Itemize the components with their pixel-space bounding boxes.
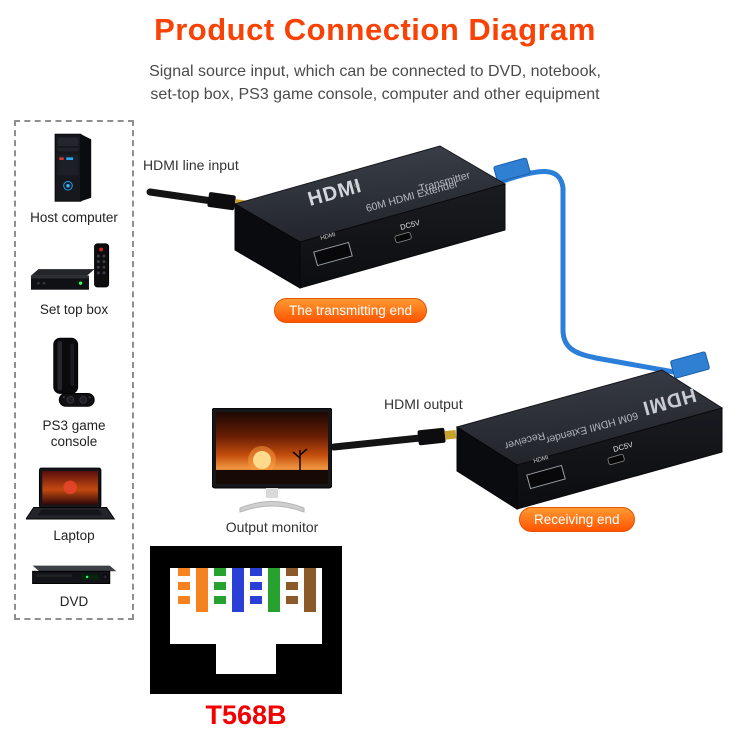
sidebar-item-dvd: DVD: [26, 560, 122, 610]
monitor-stand: [266, 488, 278, 498]
set-top-box-image: [30, 243, 110, 290]
sun: [253, 451, 271, 469]
sidebar-item-label: Set top box: [39, 302, 109, 318]
page-title: Product Connection Diagram: [154, 12, 596, 47]
transmitter-reg-mark: ®: [353, 181, 361, 190]
transmitting-end-badge: The transmitting end: [274, 298, 428, 323]
rj45-pin-7-white-brown: [286, 568, 298, 612]
subtitle: Signal source input, which can be connec…: [0, 60, 750, 106]
sidebar-item-label: PS3 game console: [42, 418, 106, 449]
rj45-pin-1-white-orange: [178, 568, 190, 612]
rj45-pin-8-brown: [304, 568, 316, 612]
power-port-transmitter: [394, 232, 412, 243]
receiver-port-label: HDMI: [533, 455, 550, 465]
hdmi-output-cable: [330, 434, 424, 451]
hdmi-gold-tip: [444, 430, 457, 440]
rj45-pin-4-blue: [232, 568, 244, 612]
power-port-receiver: [607, 454, 625, 465]
ethernet-plug-transmitter: [493, 157, 531, 183]
rj45-pin-5-white-blue: [250, 568, 262, 612]
sidebar-item-ps3: PS3 game console: [22, 334, 126, 449]
hdmi-input-cable: [146, 188, 216, 205]
receiver-device: HDMI 60M HDMI Extender Receiver HDMI DC5…: [455, 351, 724, 510]
monitor-base: [239, 501, 305, 513]
sidebar-item-label: Laptop: [53, 528, 95, 544]
rj45-pin-3-white-green: [214, 568, 226, 612]
tree-silhouette: [292, 448, 308, 472]
source-devices-panel: Host computer Set top box: [14, 120, 134, 620]
hdmi-port-receiver: [526, 464, 566, 490]
t568b-label: T568B: [205, 700, 287, 730]
subtitle-line-1: Signal source input, which can be connec…: [149, 63, 601, 80]
hdmi-output-plug: [417, 427, 457, 446]
hdmi-output-label: HDMI output: [384, 396, 463, 412]
rj45-pin-6-green: [268, 568, 280, 612]
host-computer-image: [54, 133, 92, 202]
dvd-player-image: [32, 566, 117, 585]
sidebar-item-laptop: Laptop: [26, 466, 122, 544]
sidebar-item-label: DVD: [59, 594, 89, 610]
subtitle-line-2: set-top box, PS3 game console, computer …: [150, 86, 600, 104]
receiving-end-badge: Receiving end: [519, 507, 635, 532]
transmitter-device: HDMI ® 60M HDMI Extender Transmitter HDM…: [233, 145, 531, 289]
sidebar-item-host-computer: Host computer: [30, 130, 118, 226]
laptop-image: [26, 467, 116, 520]
ethernet-cable: [497, 169, 677, 375]
sidebar-item-set-top-box: Set top box: [26, 242, 122, 318]
ethernet-plug-receiver: [670, 351, 710, 379]
hdmi-line-input-label: HDMI line input: [143, 157, 239, 173]
transmitter-port-label: HDMI: [320, 232, 337, 242]
rj45-connector-diagram: [150, 546, 342, 694]
ps3-console-image: [53, 338, 95, 408]
rj45-body: [150, 546, 342, 694]
output-monitor-image: [212, 408, 332, 513]
hdmi-port-transmitter: [313, 241, 353, 267]
sidebar-item-label: Host computer: [30, 210, 118, 225]
rj45-pin-2-orange: [196, 568, 208, 612]
output-monitor-label: Output monitor: [225, 519, 319, 535]
